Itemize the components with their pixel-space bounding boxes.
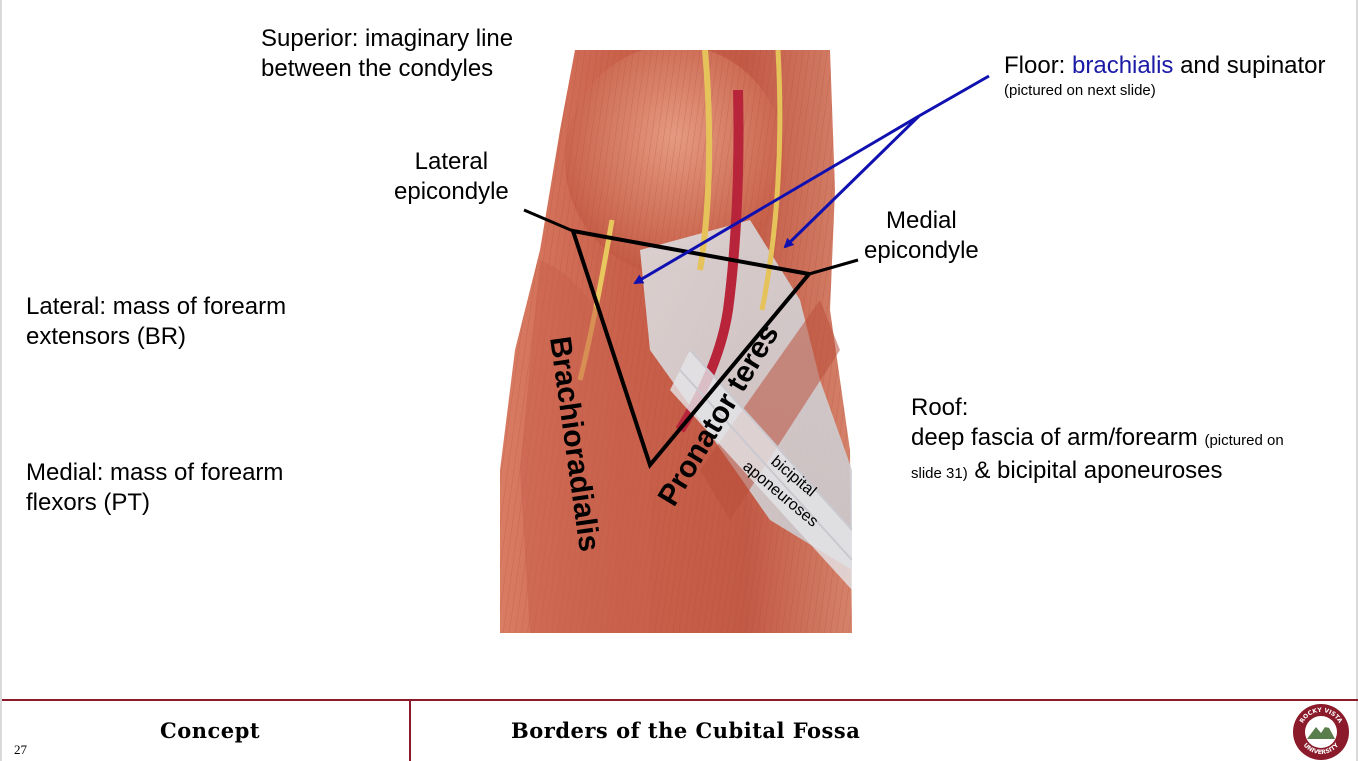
roof-title: Roof: xyxy=(911,394,969,421)
floor-text: Floor: brachialis and supinator xyxy=(1004,51,1326,81)
roof-line-2-main: & bicipital aponeuroses xyxy=(967,457,1223,484)
lateral-epi-line-1: Lateral xyxy=(414,148,489,175)
roof-line-2-note: slide 31) xyxy=(911,465,968,482)
floor-prefix: Floor: xyxy=(1004,52,1073,79)
medial-border-line-1: Medial: mass of forearm xyxy=(26,459,284,486)
roof-line-1-main: deep fascia of arm/forearm xyxy=(911,424,1198,451)
medial-border-text: Medial: mass of forearm flexors (PT) xyxy=(26,458,283,518)
roof-line-2: slide 31) & bicipital aponeuroses xyxy=(911,456,1284,489)
slide-number: 27 xyxy=(14,742,27,757)
lateral-border-text: Lateral: mass of forearm extensors (BR) xyxy=(26,292,286,352)
superior-line-2: between the condyles xyxy=(261,55,494,82)
superior-border-text: Superior: imaginary line between the con… xyxy=(261,24,513,84)
lateral-epicondyle-label: Lateral epicondyle xyxy=(394,147,509,207)
roof-line-1: deep fascia of arm/forearm (pictured on xyxy=(911,423,1284,456)
lateral-border-line-1: Lateral: mass of forearm xyxy=(26,293,287,320)
roof-line-1-note: (pictured on xyxy=(1204,432,1284,449)
roof-text: Roof: deep fascia of arm/forearm (pictur… xyxy=(911,393,1284,489)
floor-highlight: brachialis xyxy=(1072,52,1174,79)
superior-line-1: Superior: imaginary line xyxy=(261,25,514,52)
medial-border-line-2: flexors (PT) xyxy=(26,489,151,516)
footer-concept: Concept xyxy=(160,718,261,743)
medial-epi-line-1: Medial xyxy=(886,207,957,234)
floor-suffix: and supinator xyxy=(1173,52,1326,79)
footer-divider xyxy=(409,700,411,761)
lateral-border-line-2: extensors (BR) xyxy=(26,323,187,350)
medial-epicondyle-label: Medial epicondyle xyxy=(864,206,979,266)
floor-note: (pictured on next slide) xyxy=(1004,82,1156,99)
university-logo: ROCKY VISTA UNIVERSITY xyxy=(1293,704,1349,760)
elbow-anatomy-illustration xyxy=(500,50,852,633)
elbow-muscles-drawing xyxy=(500,50,852,633)
lateral-epi-line-2: epicondyle xyxy=(394,178,509,205)
footer-rule xyxy=(2,699,1358,701)
medial-epi-line-2: epicondyle xyxy=(864,237,979,264)
footer-title: Borders of the Cubital Fossa xyxy=(511,718,861,743)
floor-arrow-stem xyxy=(918,74,990,118)
